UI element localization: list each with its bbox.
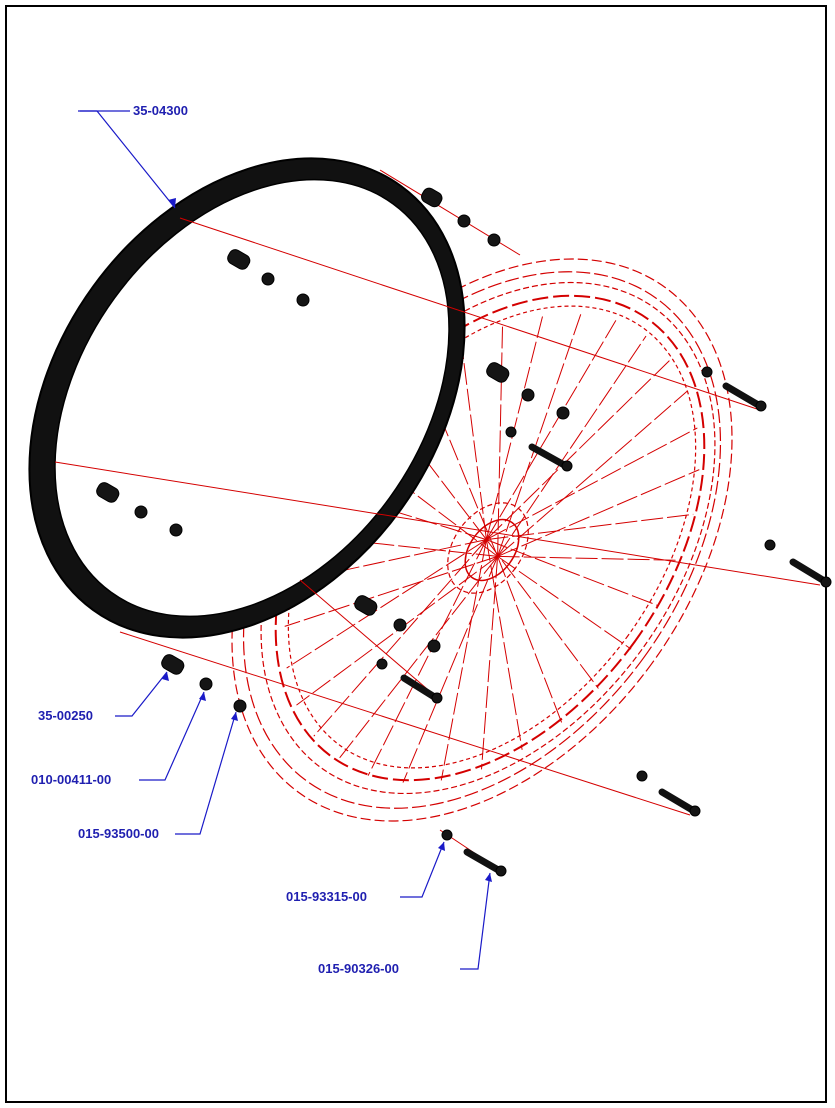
wheel-spoke (461, 346, 487, 540)
washer (199, 677, 213, 691)
wheel-hub-flange (447, 502, 529, 594)
callout-label-spacer: 35-00250 (38, 708, 93, 723)
wheel-spoke (497, 555, 632, 650)
washer (393, 618, 407, 632)
washer (521, 388, 535, 402)
leader-bolt (460, 872, 491, 970)
small-washer (636, 770, 648, 782)
ring-inner (54, 178, 450, 618)
callout-label-nut: 015-93500-00 (78, 826, 159, 841)
washer (457, 214, 471, 228)
leader-small-washer (400, 841, 445, 898)
bolt (463, 848, 507, 877)
wheel-spoke (286, 539, 487, 669)
spacer (486, 362, 510, 383)
small-washer (701, 366, 713, 378)
bolt (789, 558, 832, 588)
spacer (354, 595, 378, 616)
wheel-hub (464, 518, 520, 582)
wheel-spoke (485, 320, 617, 540)
spacer (96, 482, 120, 503)
nut (296, 293, 310, 307)
bolt (528, 443, 573, 472)
callout-label-bolt: 015-90326-00 (318, 961, 399, 976)
wheel-phantom (231, 258, 733, 822)
wheel-spoke (497, 390, 688, 557)
nut (169, 523, 183, 537)
wheel-spoke (284, 555, 498, 627)
leader-arrowheads (162, 198, 492, 882)
wheel-spoke (486, 513, 694, 541)
small-washer (376, 658, 388, 670)
wheel-spoke (440, 539, 487, 781)
wheel-spoke (486, 539, 599, 689)
bolt (658, 788, 701, 817)
wheel-spoke (497, 326, 503, 557)
wheel-spoke (402, 556, 499, 783)
wheel-spoke (497, 469, 700, 557)
wheel-rim-inner (274, 294, 706, 782)
ring-part (28, 157, 466, 639)
callout-label-ring: 35-04300 (133, 103, 188, 118)
small-washer (505, 426, 517, 438)
nut (233, 699, 247, 713)
leader-lines (78, 110, 491, 970)
leader-spacer (115, 671, 168, 717)
wheel-spoke (486, 539, 659, 607)
wheel-spoke (497, 313, 582, 557)
nut (427, 639, 441, 653)
hardware-parts (96, 187, 832, 877)
leader-nut (175, 711, 237, 835)
leader-ring (78, 110, 176, 209)
wheel-spoke (486, 427, 698, 541)
small-washer (764, 539, 776, 551)
nut (487, 233, 501, 247)
nut (556, 406, 570, 420)
wheel-spoke (486, 359, 671, 540)
leader-washer (139, 691, 205, 781)
wheel-spoke (481, 556, 499, 770)
bolt (400, 674, 443, 704)
wheel-spoke (337, 556, 498, 761)
spacer (421, 187, 443, 208)
washer (134, 505, 148, 519)
bolt (722, 382, 767, 412)
spacer (161, 654, 185, 675)
wheel-tire-inner (242, 271, 722, 809)
wheel-spoke (485, 315, 544, 540)
wheel-spoke (485, 539, 523, 750)
washer (261, 272, 275, 286)
callout-label-small-washer: 015-93315-00 (286, 889, 367, 904)
wheel-rim-flange (287, 305, 697, 769)
wheel-spoke (497, 556, 563, 723)
small-washer (441, 829, 453, 841)
spacer (227, 249, 251, 270)
wheel-spoke (497, 555, 680, 561)
wheel-spoke (497, 335, 647, 557)
callout-label-washer: 010-00411-00 (31, 772, 112, 787)
